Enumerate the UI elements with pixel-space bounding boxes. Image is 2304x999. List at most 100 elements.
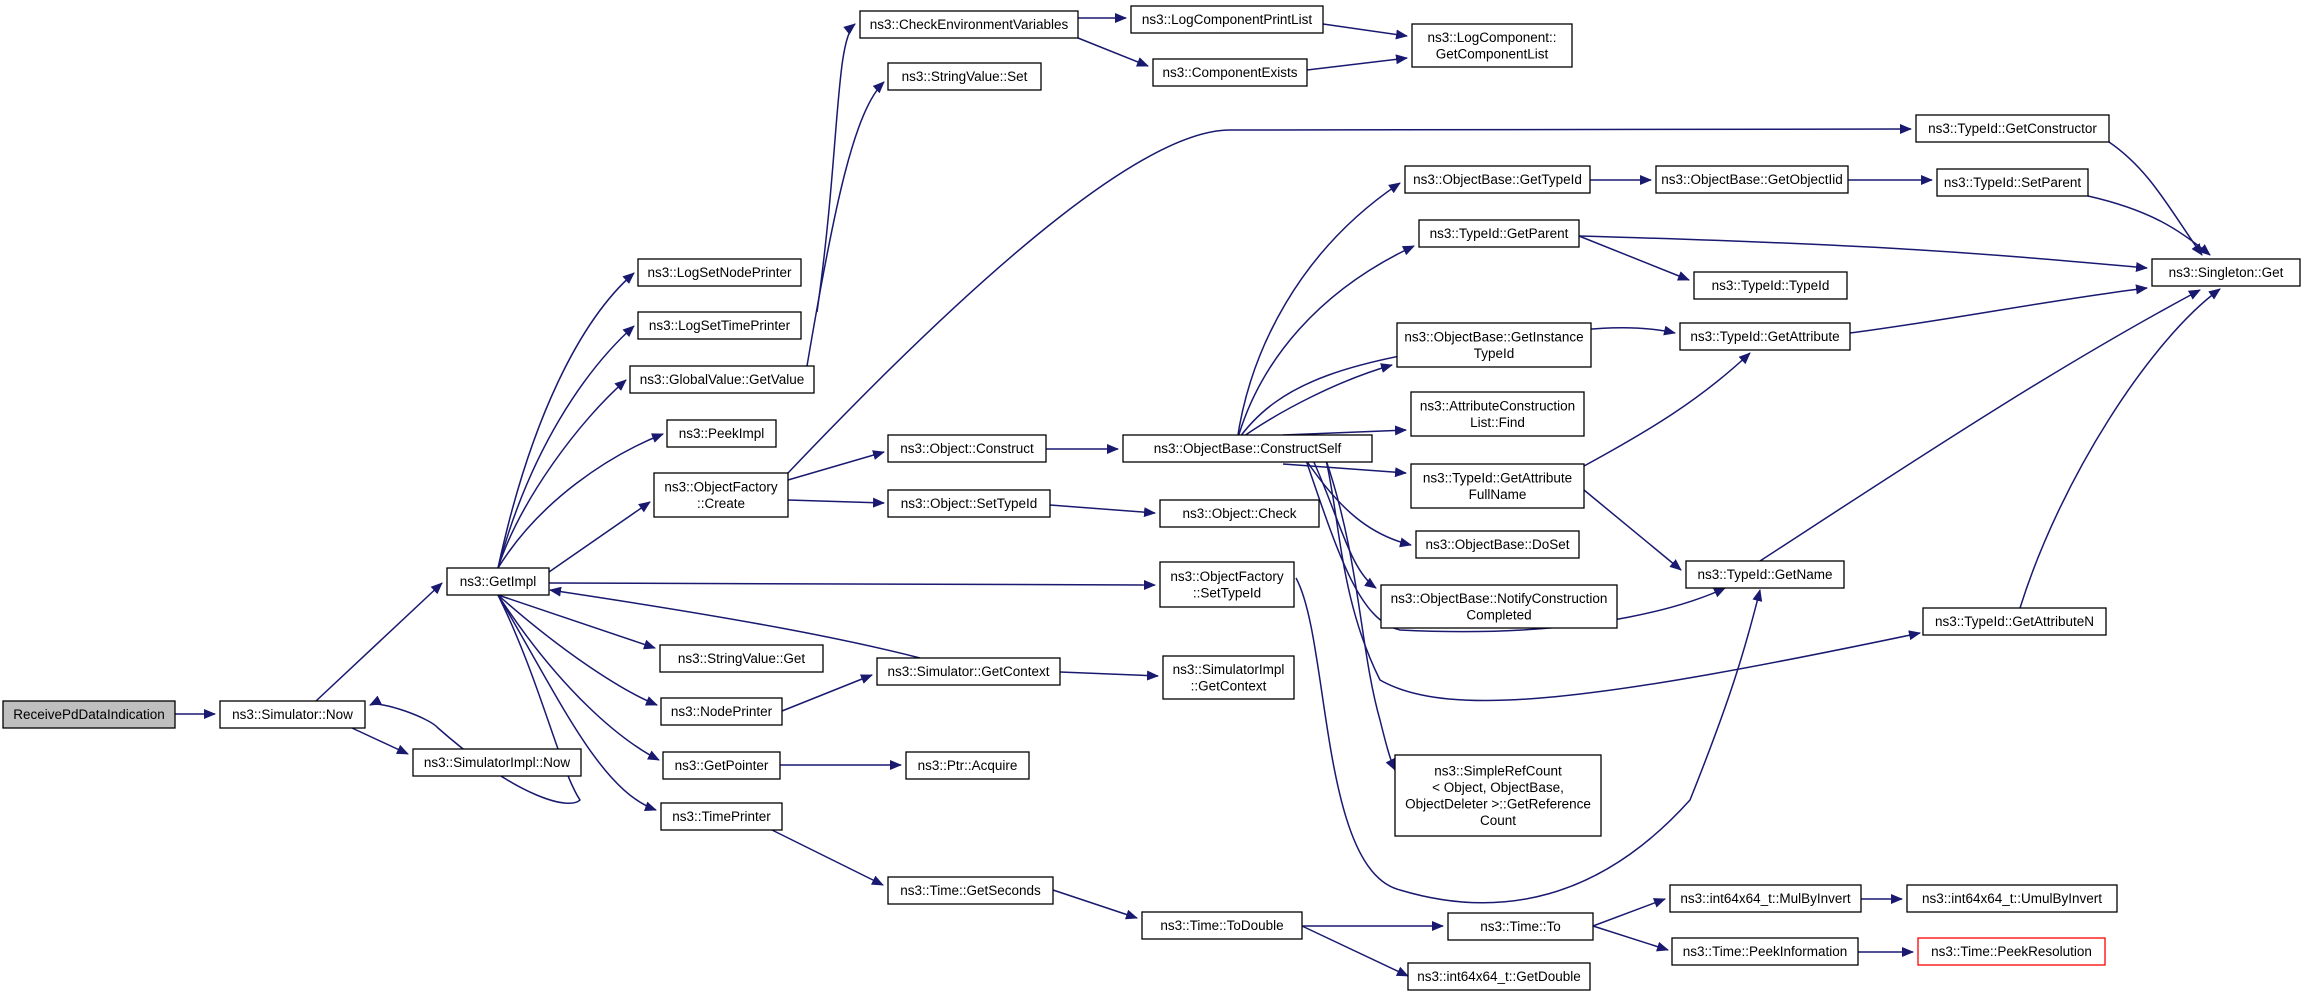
node-timeprinter[interactable]: ns3::TimePrinter (660, 802, 783, 831)
node-obnotify[interactable]: ns3::ObjectBase::NotifyConstructionCompl… (1380, 584, 1618, 629)
node-strvalget[interactable]: ns3::StringValue::Get (659, 644, 824, 673)
node-tidsetparent[interactable]: ns3::TypeId::SetParent (1936, 168, 2089, 197)
node-label: ReceivePdDataIndication (13, 707, 165, 722)
node-getpointer[interactable]: ns3::GetPointer (662, 751, 781, 780)
node-i64umulbyinv[interactable]: ns3::int64x64_t::UmulByInvert (1906, 884, 2118, 913)
node-box (1411, 23, 1573, 68)
node-logsettime[interactable]: ns3::LogSetTimePrinter (637, 311, 802, 340)
node-box (1655, 165, 1849, 194)
node-i64getdouble[interactable]: ns3::int64x64_t::GetDouble (1407, 962, 1591, 991)
call-edge (497, 272, 635, 569)
call-edge (806, 81, 885, 367)
node-objfactsettid[interactable]: ns3::ObjectFactory::SetTypeId (1159, 561, 1295, 608)
node-box (1936, 168, 2089, 197)
node-label: ns3::AttributeConstruction (1420, 398, 1575, 413)
node-box (1380, 584, 1618, 629)
node-box (637, 258, 802, 287)
node-box (1917, 937, 2106, 966)
node-objsettypeid[interactable]: ns3::Object::SetTypeId (887, 489, 1051, 518)
node-tidgetname[interactable]: ns3::TypeId::GetName (1685, 560, 1845, 589)
call-edge (787, 497, 885, 508)
node-box (660, 802, 783, 831)
node-checkenv[interactable]: ns3::CheckEnvironmentVariables (859, 10, 1079, 39)
node-gvgetvalue[interactable]: ns3::GlobalValue::GetValue (629, 365, 815, 394)
node-label: ns3::Time::To (1480, 919, 1561, 934)
call-edge (1578, 235, 1690, 281)
node-timetodouble[interactable]: ns3::Time::ToDouble (1141, 911, 1303, 940)
node-box (1447, 912, 1594, 941)
node-label: ns3::ObjectFactory (664, 479, 778, 494)
call-edge (1325, 459, 1396, 771)
node-obgetobjtid[interactable]: ns3::ObjectBase::GetObjectIid (1655, 165, 1849, 194)
node-tidgetattrn[interactable]: ns3::TypeId::GetAttributeN (1922, 607, 2107, 636)
node-simgetctx[interactable]: ns3::Simulator::GetContext (876, 657, 1061, 686)
node-label: ns3::StringValue::Set (902, 69, 1028, 84)
node-timegetsec[interactable]: ns3::Time::GetSeconds (887, 876, 1054, 905)
node-tidgetconstructor[interactable]: ns3::TypeId::GetConstructor (1915, 114, 2110, 143)
node-obdoset[interactable]: ns3::ObjectBase::DoSet (1415, 530, 1580, 559)
node-receive[interactable]: ReceivePdDataIndication (2, 700, 176, 729)
node-box (1407, 962, 1591, 991)
node-tidgetattr[interactable]: ns3::TypeId::GetAttribute (1679, 322, 1851, 351)
call-edge (1583, 352, 1751, 467)
node-logsetnode[interactable]: ns3::LogSetNodePrinter (637, 258, 802, 287)
node-timepeekres[interactable]: ns3::Time::PeekResolution (1917, 937, 2106, 966)
call-edge (1312, 459, 1377, 589)
call-edge (1236, 363, 1393, 442)
node-label: ns3::ObjectBase::GetTypeId (1413, 172, 1582, 187)
node-simimplnow[interactable]: ns3::SimulatorImpl::Now (412, 748, 582, 777)
node-label: ns3::TypeId::GetAttributeN (1935, 614, 2094, 629)
call-edge (1849, 284, 2148, 334)
node-box (1693, 271, 1848, 300)
node-simnow[interactable]: ns3::Simulator::Now (219, 700, 366, 729)
node-label: ns3::PeekImpl (679, 426, 765, 441)
node-label: ObjectDeleter >::GetReference (1405, 796, 1591, 811)
node-singletonget[interactable]: ns3::Singleton::Get (2151, 258, 2301, 287)
node-tidtypeid[interactable]: ns3::TypeId::TypeId (1693, 271, 1848, 300)
node-timepeekinfo[interactable]: ns3::Time::PeekInformation (1671, 937, 1859, 966)
node-box (1418, 219, 1580, 248)
node-strvalset[interactable]: ns3::StringValue::Set (887, 62, 1042, 91)
node-simimplgetctx[interactable]: ns3::SimulatorImpl::GetContext (1162, 655, 1295, 700)
node-label: ns3::ObjectBase::DoSet (1425, 537, 1569, 552)
node-timeto[interactable]: ns3::Time::To (1447, 912, 1594, 941)
node-label: ns3::ComponentExists (1162, 65, 1297, 80)
node-compexists[interactable]: ns3::ComponentExists (1152, 58, 1308, 87)
node-peekimpl[interactable]: ns3::PeekImpl (666, 419, 777, 448)
node-simplerefcount[interactable]: ns3::SimpleRefCount< Object, ObjectBase,… (1394, 754, 1602, 837)
node-label: ns3::Object::SetTypeId (901, 496, 1038, 511)
node-logcompprint[interactable]: ns3::LogComponentPrintList (1130, 5, 1324, 34)
call-edge (315, 582, 443, 702)
node-objfactcreate[interactable]: ns3::ObjectFactory::Create (653, 472, 789, 518)
node-obgettypeid[interactable]: ns3::ObjectBase::GetTypeId (1404, 165, 1591, 194)
node-label: ns3::LogSetNodePrinter (647, 265, 792, 280)
node-label: ns3::Time::GetSeconds (900, 883, 1041, 898)
node-objcheck[interactable]: ns3::Object::Check (1159, 499, 1320, 528)
node-label: ns3::ObjectBase::GetInstance (1404, 329, 1583, 344)
node-box (1159, 499, 1320, 528)
node-getimpl[interactable]: ns3::GetImpl (446, 567, 550, 596)
node-label: ns3::Object::Construct (900, 441, 1034, 456)
call-edge (787, 450, 885, 481)
node-logcompget[interactable]: ns3::LogComponent::GetComponentList (1411, 23, 1573, 68)
node-tidgetparent[interactable]: ns3::TypeId::GetParent (1418, 219, 1580, 248)
call-edge (2019, 288, 2221, 609)
node-box (1410, 463, 1585, 509)
node-nodeprinter[interactable]: ns3::NodePrinter (660, 697, 783, 726)
node-i64mulbyinv[interactable]: ns3::int64x64_t::MulByInvert (1669, 884, 1862, 913)
call-edge (781, 674, 873, 712)
call-edge (1305, 459, 1726, 633)
node-ptracquire[interactable]: ns3::Ptr::Acquire (905, 751, 1030, 780)
call-edges (175, 13, 2221, 977)
call-edge (1583, 489, 1682, 571)
node-box (1152, 58, 1308, 87)
node-objconstruct[interactable]: ns3::Object::Construct (887, 434, 1047, 463)
call-edge (1052, 889, 1138, 920)
node-obconstructself[interactable]: ns3::ObjectBase::ConstructSelf (1122, 434, 1373, 463)
call-edge (497, 379, 627, 569)
node-label: ns3::TypeId::SetParent (1944, 175, 2082, 190)
call-edge (1592, 898, 1666, 927)
